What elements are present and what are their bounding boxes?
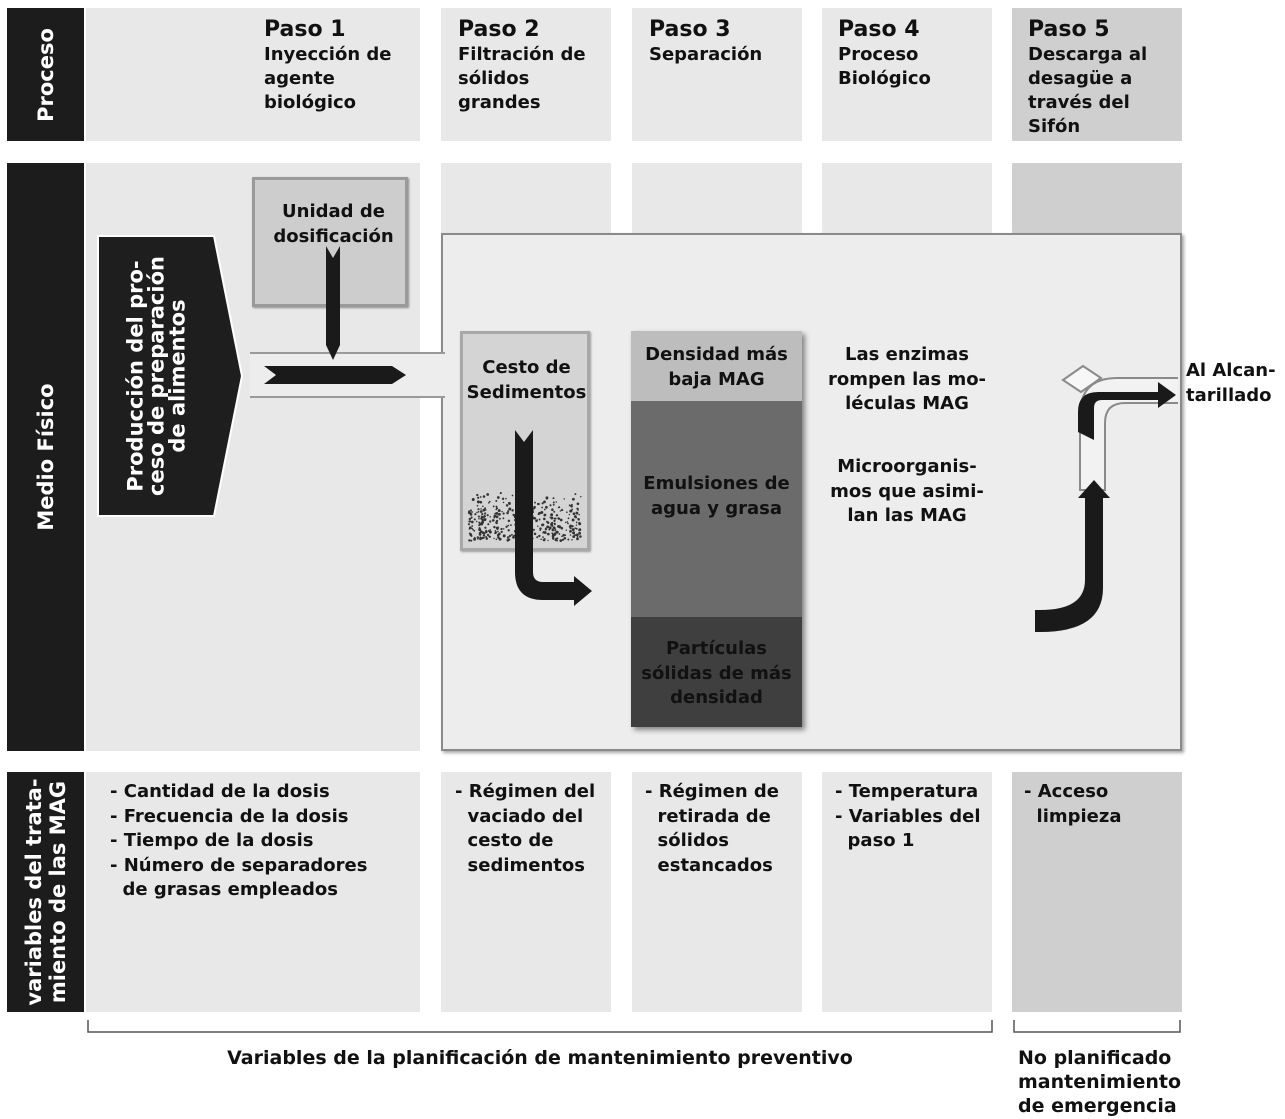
variables-cell-1 xyxy=(86,772,420,1012)
variables-text-4: - Temperatura - Variables del paso 1 xyxy=(835,781,981,851)
step-2-desc: Filtración de sólidos grandes xyxy=(458,44,586,113)
step-3-title: Paso 3 xyxy=(649,17,731,42)
footer-brackets xyxy=(87,1020,1181,1033)
step-2-title: Paso 2 xyxy=(458,17,540,42)
emergency-label: No planificado mantenimiento de emergenc… xyxy=(1018,1047,1182,1117)
variables-cell-4 xyxy=(822,772,992,1012)
variables-text-2: - Régimen del vaciado del cesto de sedim… xyxy=(455,781,596,876)
variables-cell-5 xyxy=(1012,772,1182,1012)
process-cell-5 xyxy=(1012,8,1182,141)
dosing-down-arrow xyxy=(326,246,340,360)
emulsions-label: Emulsiones de agua y grasa xyxy=(643,473,790,519)
siphon-up-arrow xyxy=(1035,480,1110,632)
process-cell-1 xyxy=(86,8,420,141)
layer-low-density xyxy=(631,331,802,401)
physical-cell-3 xyxy=(632,163,802,233)
layer-emulsions xyxy=(631,401,802,617)
production-arrow-shape xyxy=(97,235,244,517)
step-4-title: Paso 4 xyxy=(838,17,920,42)
sediment-basket-label: Cesto de Sedimentos xyxy=(466,357,587,403)
row-label-proceso: Proceso xyxy=(7,8,84,141)
variables-text-5: - Acceso limpieza xyxy=(1024,781,1122,827)
row-label-medio-fisico: Medio Físico xyxy=(7,163,84,751)
step-1-title: Paso 1 xyxy=(264,17,346,42)
microorganisms-text: Microorganis- mos que asimi- lan las MAG xyxy=(830,456,984,526)
flow-arrows xyxy=(264,246,1176,632)
row-label-variables: variables del trata- miento de las MAG xyxy=(7,772,84,1012)
process-cell-4 xyxy=(822,8,992,141)
step-3-desc: Separación xyxy=(649,44,763,65)
sewer-label: Al Alcan- tarillado xyxy=(1186,360,1276,406)
step-5-desc: Descarga al desagüe a través del Sifón xyxy=(1028,44,1148,137)
step-4-desc: Proceso Biológico xyxy=(838,44,931,89)
siphon-pipe xyxy=(1061,364,1178,491)
dosing-unit-label: Unidad de dosificación xyxy=(273,201,394,247)
variables-text-1: - Cantidad de la dosis - Frecuencia de l… xyxy=(110,781,368,900)
solids-label: Partículas sólidas de más densidad xyxy=(641,638,792,708)
variables-cell-3 xyxy=(632,772,802,1012)
separator-column xyxy=(631,331,802,727)
variables-cell-2 xyxy=(441,772,611,1012)
basket-arrow xyxy=(515,430,592,606)
layer-solids xyxy=(631,617,802,727)
preventive-label: Variables de la planificación de manteni… xyxy=(227,1047,853,1069)
inlet-arrow xyxy=(264,366,406,384)
enzymes-text: Las enzimas rompen las mo- léculas MAG xyxy=(827,344,987,414)
step-5-title: Paso 5 xyxy=(1028,17,1110,42)
outlet-arrow xyxy=(1078,382,1176,440)
process-cell-2 xyxy=(441,8,611,141)
step-1-desc: Inyección de agente biológico xyxy=(264,44,392,113)
physical-cell-5 xyxy=(1012,163,1182,233)
process-cell-3 xyxy=(632,8,802,141)
variables-text-3: - Régimen de retirada de sólidos estanca… xyxy=(645,781,779,876)
physical-cell-4 xyxy=(822,163,992,233)
physical-cell-2 xyxy=(441,163,611,233)
low-density-label: Densidad más baja MAG xyxy=(645,344,788,390)
